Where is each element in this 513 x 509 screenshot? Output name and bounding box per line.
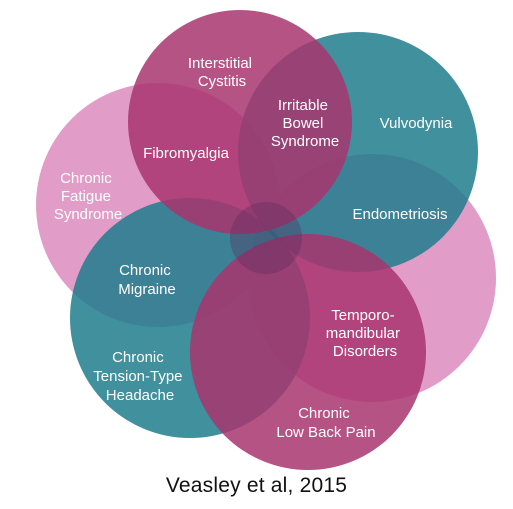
label-line: Chronic	[112, 349, 164, 366]
label-line: Chronic	[60, 170, 112, 187]
center-overlap	[230, 202, 302, 274]
label-chronic-tension-type-headache: Chronic Tension-Type Headache	[93, 349, 186, 404]
label-line: Vulvodynia	[380, 115, 453, 132]
label-line: Fibromyalgia	[143, 145, 230, 162]
label-line: Fatigue	[61, 188, 111, 205]
label-temporomandibular-disorders: Temporo- mandibular Disorders	[326, 307, 404, 360]
citation-caption: Veasley et al, 2015	[165, 474, 348, 497]
label-line: Cystitis	[198, 73, 246, 90]
label-fibromyalgia: Fibromyalgia	[143, 145, 230, 162]
label-chronic-low-back-pain: Chronic Low Back Pain	[276, 405, 375, 441]
label-line: Tension-Type	[93, 368, 182, 385]
label-line: Chronic	[119, 262, 171, 279]
label-line: Syndrome	[271, 133, 339, 150]
label-line: Irritable	[278, 97, 328, 114]
label-line: Disorders	[333, 343, 397, 360]
label-chronic-migraine: Chronic Migraine	[118, 262, 176, 298]
label-line: mandibular	[326, 325, 400, 342]
label-chronic-fatigue-syndrome: Chronic Fatigue Syndrome	[54, 170, 122, 223]
label-endometriosis: Endometriosis	[352, 206, 447, 223]
label-line: Migraine	[118, 281, 176, 298]
label-line: Chronic	[298, 405, 350, 422]
label-irritable-bowel-syndrome: Irritable Bowel Syndrome	[271, 97, 339, 150]
label-line: Temporo-	[331, 307, 394, 324]
label-line: Low Back Pain	[276, 424, 375, 441]
circle-interstitial-cystitis	[128, 10, 352, 234]
label-vulvodynia: Vulvodynia	[380, 115, 453, 132]
label-line: Syndrome	[54, 206, 122, 223]
label-interstitial-cystitis: Interstitial Cystitis	[188, 55, 256, 90]
label-line: Endometriosis	[352, 206, 447, 223]
circle-chronic-low-back-pain	[190, 234, 426, 470]
label-line: Bowel	[282, 115, 323, 132]
label-line: Interstitial	[188, 55, 252, 72]
label-line: Headache	[106, 387, 174, 404]
overlapping-conditions-venn: Interstitial Cystitis Fibromyalgia Irrit…	[36, 10, 496, 470]
